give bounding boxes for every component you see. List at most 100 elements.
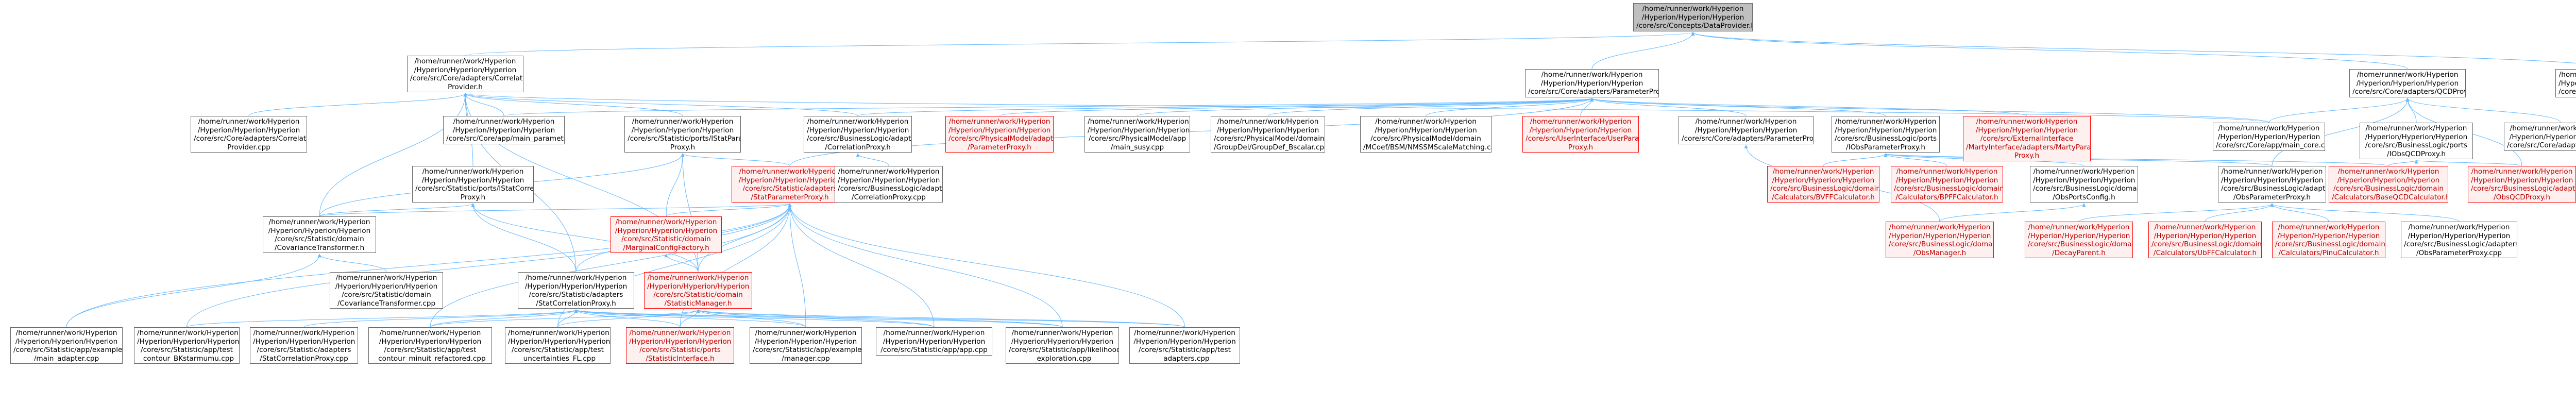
edge-statparamproxyh-examplemanager <box>788 203 806 328</box>
edge-statcorrproxyh-contourminuit <box>430 309 578 328</box>
node-label-line: /home/runner/work/Hyperion <box>1976 117 2078 126</box>
node-label-line: /StatCorrelationProxy.h <box>536 299 616 308</box>
graph-node-maincore[interactable]: /home/runner/work/Hyperion/Hyperion/Hype… <box>2213 123 2325 151</box>
graph-node-decayparent[interactable]: /home/runner/work/Hyperion/Hyperion/Hype… <box>2025 222 2133 258</box>
graph-node-statinterface[interactable]: /home/runner/work/Hyperion/Hyperion/Hype… <box>626 327 734 364</box>
edge-statparamproxy-statparamproxyh <box>681 153 790 166</box>
graph-node-iobsqcdproxy[interactable]: /home/runner/work/Hyperion/Hyperion/Hype… <box>2360 123 2473 159</box>
node-label-line: /CovarianceTransformer.cpp <box>337 299 436 308</box>
node-label-line: /home/runner/work/Hyperion <box>268 218 370 226</box>
graph-node-examplemanager[interactable]: /home/runner/work/Hyperion/Hyperion/Hype… <box>750 327 862 364</box>
graph-node-testadapters[interactable]: /home/runner/work/Hyperion/Hyperion/Hype… <box>1129 327 1240 364</box>
node-label-line: /Hyperion/Hyperion/Hyperion <box>754 337 857 346</box>
graph-node-paramprov[interactable]: /home/runner/work/Hyperion/Hyperion/Hype… <box>1525 69 1659 97</box>
node-label-line: /Calculators/PinuCalculator.h <box>2278 248 2379 257</box>
node-label-line: _uncertainties_FL.cpp <box>519 354 596 363</box>
graph-node-groupdel[interactable]: /home/runner/work/Hyperion/Hyperion/Hype… <box>1211 116 1325 153</box>
node-label-line: /core/src/Statistic/app/test <box>384 346 477 354</box>
node-label-line: /ObsParameterProxy.h <box>2233 193 2311 201</box>
node-label-line: /ParameterProxy.h <box>968 143 1031 152</box>
edge-obsparamproxy-decayparent <box>2078 203 2274 222</box>
graph-node-obsqcdproxy[interactable]: /home/runner/work/Hyperion/Hyperion/Hype… <box>2468 166 2576 203</box>
graph-node-corrproxycpp[interactable]: /home/runner/work/Hyperion/Hyperion/Hype… <box>835 166 943 203</box>
graph-node-msbsm[interactable]: /home/runner/work/Hyperion/Hyperion/Hype… <box>1360 116 1492 153</box>
node-label-line: /Hyperion/Hyperion/Hyperion <box>2028 231 2130 240</box>
node-label-line: Proxy.h <box>460 193 486 201</box>
graph-node-covtransfcpp[interactable]: /home/runner/work/Hyperion/Hyperion/Hype… <box>330 272 443 309</box>
graph-node-covtransf[interactable]: /home/runner/work/Hyperion/Hyperion/Hype… <box>263 216 376 253</box>
node-label-line: /Hyperion/Hyperion/Hyperion <box>421 176 524 184</box>
node-label-line: /Hyperion/Hyperion/Hyperion <box>2221 176 2324 184</box>
graph-node-mainsusy[interactable]: /home/runner/work/Hyperion/Hyperion/Hype… <box>1084 116 1190 153</box>
edge-root-corrprov <box>465 31 1694 56</box>
graph-node-qcdprov[interactable]: /home/runner/work/Hyperion/Hyperion/Hype… <box>2349 69 2466 97</box>
node-label-line: /Hyperion/Hyperion/Hyperion <box>807 126 909 134</box>
node-label-line: /Hyperion/Hyperion/Hyperion <box>452 126 555 134</box>
graph-node-baseqcdcalc[interactable]: /home/runner/work/Hyperion/Hyperion/Hype… <box>2329 166 2448 203</box>
graph-node-mainadapter[interactable]: /home/runner/work/Hyperion/Hyperion/Hype… <box>10 327 123 364</box>
node-label-line: /home/runner/work/Hyperion <box>1695 117 1797 126</box>
edge-paramprov-physparamproxy <box>999 97 1594 116</box>
graph-node-physparamproxy[interactable]: /home/runner/work/Hyperion/Hyperion/Hype… <box>945 116 1054 153</box>
graph-node-istatcorrproxy[interactable]: /home/runner/work/Hyperion/Hyperion/Hype… <box>412 166 534 203</box>
node-label-line: /home/runner/work/Hyperion <box>615 218 717 226</box>
graph-node-statcorrproxyh[interactable]: /home/runner/work/Hyperion/Hyperion/Hype… <box>518 272 634 309</box>
graph-node-corrprovcpp[interactable]: /home/runner/work/Hyperion/Hyperion/Hype… <box>191 116 307 153</box>
graph-node-contourminuit[interactable]: /home/runner/work/Hyperion/Hyperion/Hype… <box>368 327 492 364</box>
node-label-line: /Hyperion/Hyperion/Hyperion <box>2509 132 2576 141</box>
node-label-line: /Hyperion/Hyperion/Hyperion <box>1088 126 1190 134</box>
graph-node-qedprov[interactable]: /home/runner/work/Hyperion/Hyperion/Hype… <box>2555 69 2576 97</box>
node-label-line: /MartyInterface/adapters/MartyParameter <box>1966 143 2091 152</box>
edge-statparamproxyh-marginalconfig <box>666 203 792 217</box>
graph-node-bpffcalc[interactable]: /home/runner/work/Hyperion/Hyperion/Hype… <box>1891 166 2003 203</box>
graph-node-statmanager[interactable]: /home/runner/work/Hyperion/Hyperion/Hype… <box>644 272 752 309</box>
node-label-line: /core/src/BusinessLogic/domain <box>2151 240 2262 248</box>
node-label-line: /IObsParameterProxy.h <box>1846 143 1925 152</box>
node-label-line: /Calculators/BPFFCalculator.h <box>1895 193 1998 201</box>
edge-statparamproxyh-contourbk <box>187 203 792 328</box>
graph-node-ioboparamproxy[interactable]: /home/runner/work/Hyperion/Hyperion/Hype… <box>1832 116 1940 153</box>
graph-node-corrproxy[interactable]: /home/runner/work/Hyperion/Hyperion/Hype… <box>804 116 912 153</box>
node-label-line: /home/runner/work/Hyperion <box>2471 167 2573 176</box>
node-label-line: /core/src/ExternalInterface <box>1980 134 2074 143</box>
graph-node-pinucalc[interactable]: /home/runner/work/Hyperion/Hyperion/Hype… <box>2272 222 2385 258</box>
node-label-line: /Hyperion/Hyperion/Hyperion <box>2154 231 2257 240</box>
graph-node-uncertainties[interactable]: /home/runner/work/Hyperion/Hyperion/Hype… <box>505 327 611 364</box>
edge-statparamproxyh-mainadapter <box>66 203 792 328</box>
graph-node-marty[interactable]: /home/runner/work/Hyperion/Hyperion/Hype… <box>1963 116 2091 161</box>
graph-node-root[interactable]: /home/runner/work/Hyperion/Hyperion/Hype… <box>1633 3 1753 31</box>
node-label-line: /Hyperion/Hyperion/Hyperion <box>1641 13 1744 22</box>
node-label-line: /core/src/Core/adapters/QCDProvider.h <box>2352 88 2465 96</box>
graph-node-likelihood[interactable]: /home/runner/work/Hyperion/Hyperion/Hype… <box>1006 327 1119 364</box>
graph-node-userparamproxy[interactable]: /home/runner/work/Hyperion/Hyperion/Hype… <box>1522 116 1639 153</box>
graph-node-statparamproxyh[interactable]: /home/runner/work/Hyperion/Hyperion/Hype… <box>732 166 848 203</box>
graph-node-paramprovcpp[interactable]: /home/runner/work/Hyperion/Hyperion/Hype… <box>1679 116 1814 144</box>
graph-node-obsparamproxycpp[interactable]: /home/runner/work/Hyperion/Hyperion/Hype… <box>2401 222 2517 258</box>
node-label-line: /StatCorrelationProxy.cpp <box>260 354 348 363</box>
edge-statcorrproxyh-examplemanager <box>574 309 806 328</box>
graph-node-marginalconfig[interactable]: /home/runner/work/Hyperion/Hyperion/Hype… <box>611 216 722 253</box>
graph-node-bvffcalc[interactable]: /home/runner/work/Hyperion/Hyperion/Hype… <box>1767 166 1879 203</box>
graph-node-qcdprovcpp[interactable]: /home/runner/work/Hyperion/Hyperion/Hype… <box>2504 123 2576 151</box>
node-label-line: /home/runner/work/Hyperion <box>2510 124 2576 132</box>
graph-node-corrprov[interactable]: /home/runner/work/Hyperion/Hyperion/Hype… <box>407 56 523 92</box>
graph-node-obsmanager[interactable]: /home/runner/work/Hyperion/Hyperion/Hype… <box>1886 222 1994 258</box>
node-label-line: /core/src/Statistic/app/example <box>13 346 123 354</box>
node-label-line: /core/src/BusinessLogic/adapters <box>2221 184 2326 193</box>
node-label-line: /core/src/Statistic/domain <box>621 235 711 243</box>
graph-node-ublffcalc[interactable]: /home/runner/work/Hyperion/Hyperion/Hype… <box>2148 222 2262 258</box>
graph-node-mainparams[interactable]: /home/runner/work/Hyperion/Hyperion/Hype… <box>443 116 565 144</box>
edge-statmanager-testadapters <box>696 309 1185 328</box>
graph-node-obsportsconfig[interactable]: /home/runner/work/Hyperion/Hyperion/Hype… <box>2030 166 2138 203</box>
node-label-line: /core/src/BusinessLogic/domain <box>1894 184 2003 193</box>
edge-corrprov-statparamproxy <box>463 93 683 116</box>
edge-obsparamproxy-ublffcalc <box>2205 203 2274 222</box>
edge-statparamproxy-statmanager <box>681 153 699 273</box>
node-label-line: /home/runner/work/Hyperion <box>1642 5 1744 13</box>
graph-node-statappcpp[interactable]: /home/runner/work/Hyperion/Hyperion/Hype… <box>876 327 992 356</box>
node-label-line: /core/src/BusinessLogic/ports <box>1835 134 1937 143</box>
graph-node-contourbk[interactable]: /home/runner/work/Hyperion/Hyperion/Hype… <box>134 327 240 364</box>
graph-node-obsparamproxy[interactable]: /home/runner/work/Hyperion/Hyperion/Hype… <box>2218 166 2326 203</box>
graph-node-statcorrproxycpp[interactable]: /home/runner/work/Hyperion/Hyperion/Hype… <box>250 327 358 364</box>
graph-node-statparamproxy[interactable]: /home/runner/work/Hyperion/Hyperion/Hype… <box>624 116 741 153</box>
